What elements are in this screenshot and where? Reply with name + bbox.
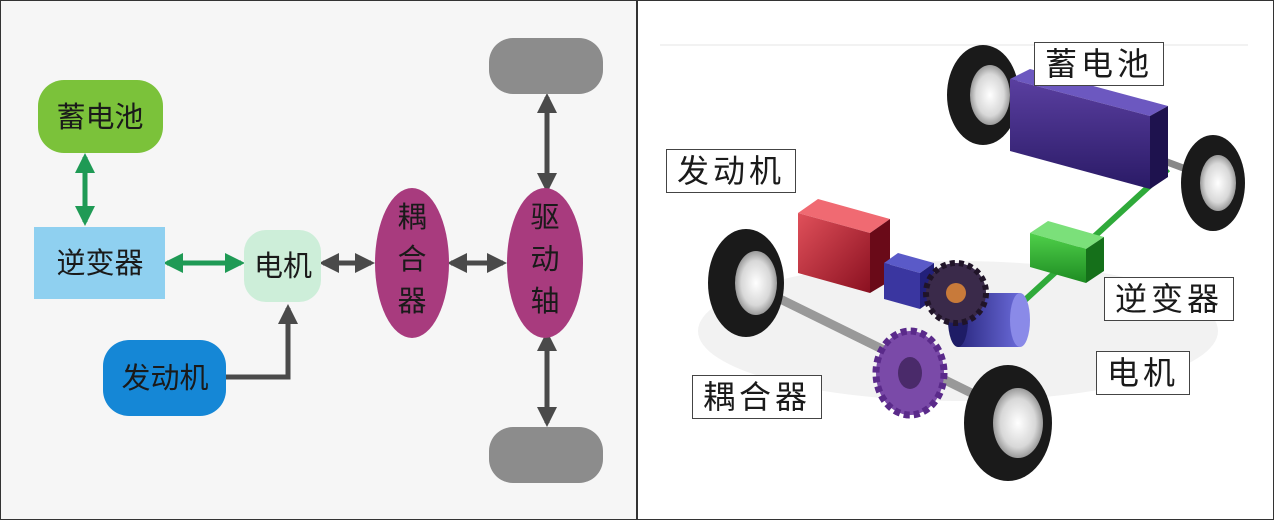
schematic-svg: 蓄电池 逆变器 电机 发动机 耦 合 器 驱 动 轴 [34, 38, 603, 483]
coupler-char-2: 合 [397, 242, 426, 276]
upper-gear [923, 260, 989, 326]
engine-node [103, 340, 226, 416]
inverter-block [1030, 221, 1104, 283]
drive-axle-char-2: 动 [530, 242, 559, 276]
illustration-label-motor: 电机 [1096, 351, 1191, 395]
engine-label: 发动机 [121, 361, 208, 395]
schematic-panel: 蓄电池 逆变器 电机 发动机 耦 合 器 驱 动 轴 [0, 0, 638, 520]
rear-right-wheel [1181, 135, 1245, 231]
coupler-node [375, 188, 449, 338]
bottom-wheel [489, 427, 603, 483]
illustration-panel: 蓄电池 发动机 逆变器 电机 耦合器 [638, 0, 1274, 520]
drive-axle-node [507, 188, 583, 338]
drive-axle-char-3: 轴 [530, 284, 559, 318]
coupler-char-3: 器 [397, 284, 426, 318]
illustration-svg [660, 44, 1248, 481]
arrow-engine-motor [226, 304, 298, 380]
illustration-label-engine: 发动机 [666, 149, 797, 193]
inverter-node [34, 227, 165, 299]
illustration-label-coupler: 耦合器 [692, 375, 823, 419]
coupler-char-1: 耦 [397, 200, 426, 234]
inverter-label: 逆变器 [56, 246, 143, 280]
drive-axle-char-1: 驱 [530, 200, 559, 234]
gearbox-cube [884, 253, 934, 309]
battery-block [1010, 69, 1168, 189]
front-right-wheel [964, 365, 1052, 481]
coupler-gear [872, 327, 948, 419]
front-left-wheel [708, 229, 784, 337]
illustration-label-inverter: 逆变器 [1104, 277, 1235, 321]
motor-label: 电机 [254, 249, 312, 283]
battery-label: 蓄电池 [56, 100, 143, 134]
top-wheel [489, 38, 603, 94]
motor-node [244, 230, 321, 302]
illustration-label-battery: 蓄电池 [1034, 42, 1165, 86]
rear-left-wheel [947, 45, 1019, 145]
battery-node [38, 80, 163, 153]
